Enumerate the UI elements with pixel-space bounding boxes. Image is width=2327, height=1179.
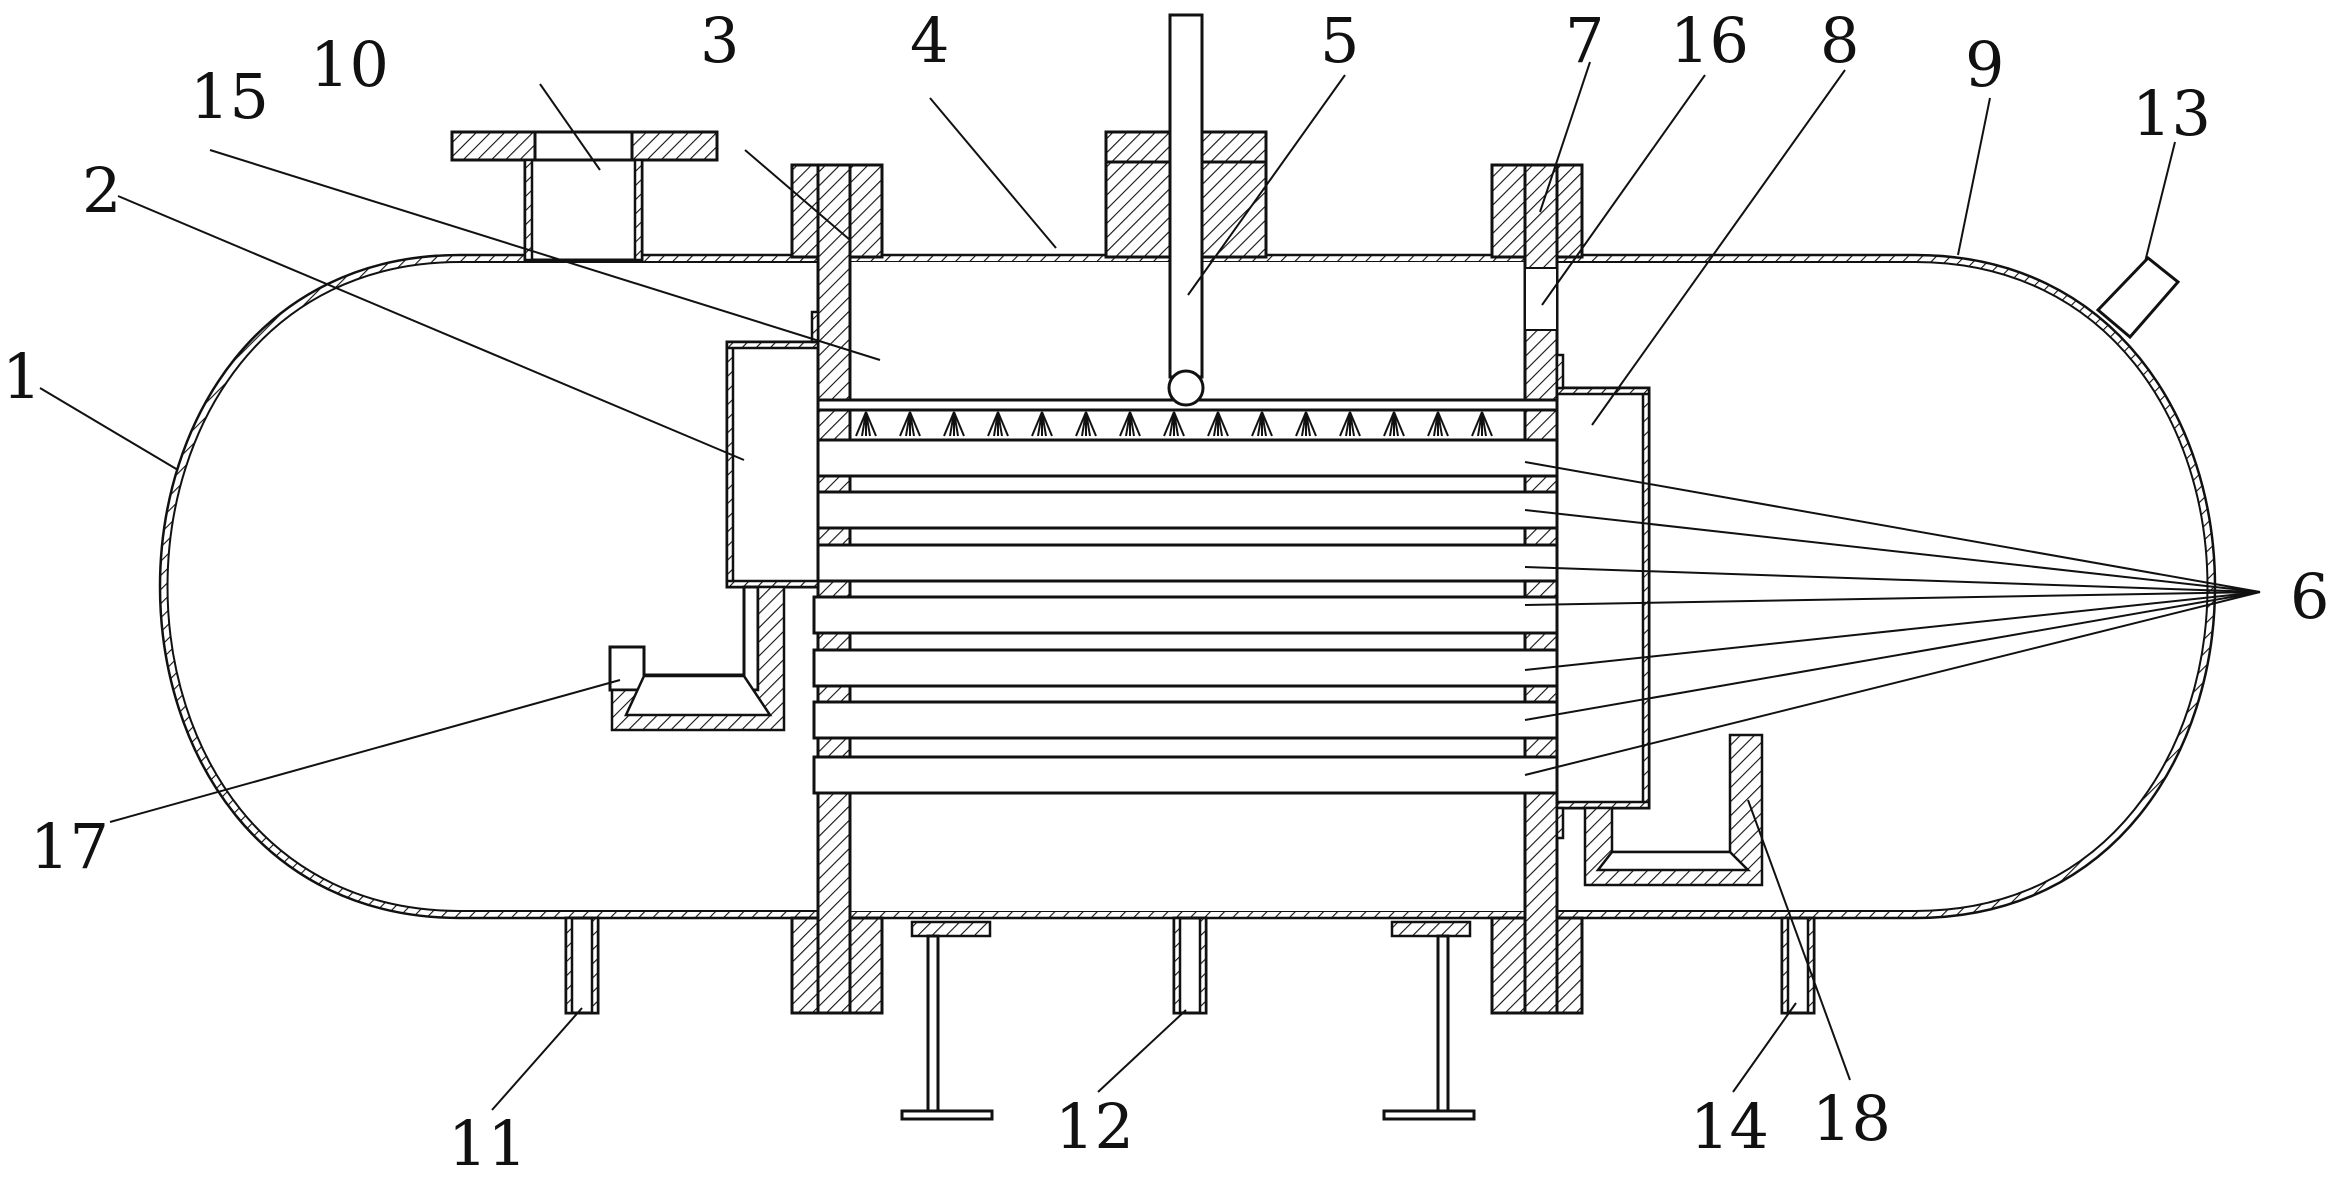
spray-jet <box>1481 411 1493 437</box>
spray-fan <box>1339 411 1361 437</box>
spray-jet <box>1261 411 1273 437</box>
label-2: 2 <box>82 154 121 227</box>
heat-exchange-tubes <box>812 398 1564 795</box>
spray-fan <box>1163 411 1185 437</box>
spray-jet <box>1349 411 1361 437</box>
spray-jet <box>1129 411 1141 437</box>
spray-fan <box>943 411 965 437</box>
right-collector-box <box>1555 353 1764 887</box>
spray-jet <box>953 411 965 437</box>
label-6: 6 <box>2290 560 2327 633</box>
label-15: 15 <box>190 60 269 133</box>
spray-jet <box>1217 411 1229 437</box>
label-11: 11 <box>448 1107 527 1174</box>
spray-fan <box>1471 411 1493 437</box>
tube-sheets <box>816 163 1559 1015</box>
label-13: 13 <box>2132 77 2211 150</box>
label-12: 12 <box>1055 1090 1134 1163</box>
bottom-nozzles <box>564 916 1816 1015</box>
label-7: 7 <box>1565 4 1604 77</box>
spray-jet <box>1305 411 1317 437</box>
spray-jet <box>865 411 877 437</box>
spray-fan <box>1383 411 1405 437</box>
label-1: 1 <box>2 340 41 413</box>
spray-fan <box>1207 411 1229 437</box>
spray-jet <box>1173 411 1185 437</box>
leader-lines <box>39 61 2261 1111</box>
label-8: 8 <box>1820 4 1859 77</box>
label-18: 18 <box>1812 1082 1891 1155</box>
spray-fan <box>855 411 877 437</box>
spray-pipe <box>1167 13 1205 407</box>
label-3: 3 <box>700 4 739 77</box>
label-16: 16 <box>1670 4 1749 77</box>
label-4: 4 <box>910 4 949 77</box>
label-5: 5 <box>1320 4 1359 77</box>
reference-numerals: 1 2 3 4 5 6 7 8 9 10 11 12 13 14 15 16 1… <box>2 4 2327 1179</box>
vent-nozzle <box>2095 255 2181 340</box>
label-10: 10 <box>310 28 389 101</box>
spray-fan <box>1295 411 1317 437</box>
label-14: 14 <box>1690 1090 1769 1163</box>
left-collector-box <box>608 310 820 732</box>
label-9: 9 <box>1965 28 2004 101</box>
spray-fan <box>987 411 1009 437</box>
support-legs <box>900 920 1476 1121</box>
top-inlet-nozzle <box>450 130 719 262</box>
spray-jet <box>1041 411 1053 437</box>
spray-jet <box>1085 411 1097 437</box>
spray-fan <box>1119 411 1141 437</box>
spray-nozzle-row <box>855 411 1493 437</box>
spray-jet <box>909 411 921 437</box>
spray-jet <box>1437 411 1449 437</box>
spray-fan <box>1251 411 1273 437</box>
label-17: 17 <box>30 810 109 883</box>
spray-fan <box>899 411 921 437</box>
spray-fan <box>1427 411 1449 437</box>
spray-jet <box>1393 411 1405 437</box>
spray-jet <box>997 411 1009 437</box>
spray-fan <box>1031 411 1053 437</box>
spray-fan <box>1075 411 1097 437</box>
